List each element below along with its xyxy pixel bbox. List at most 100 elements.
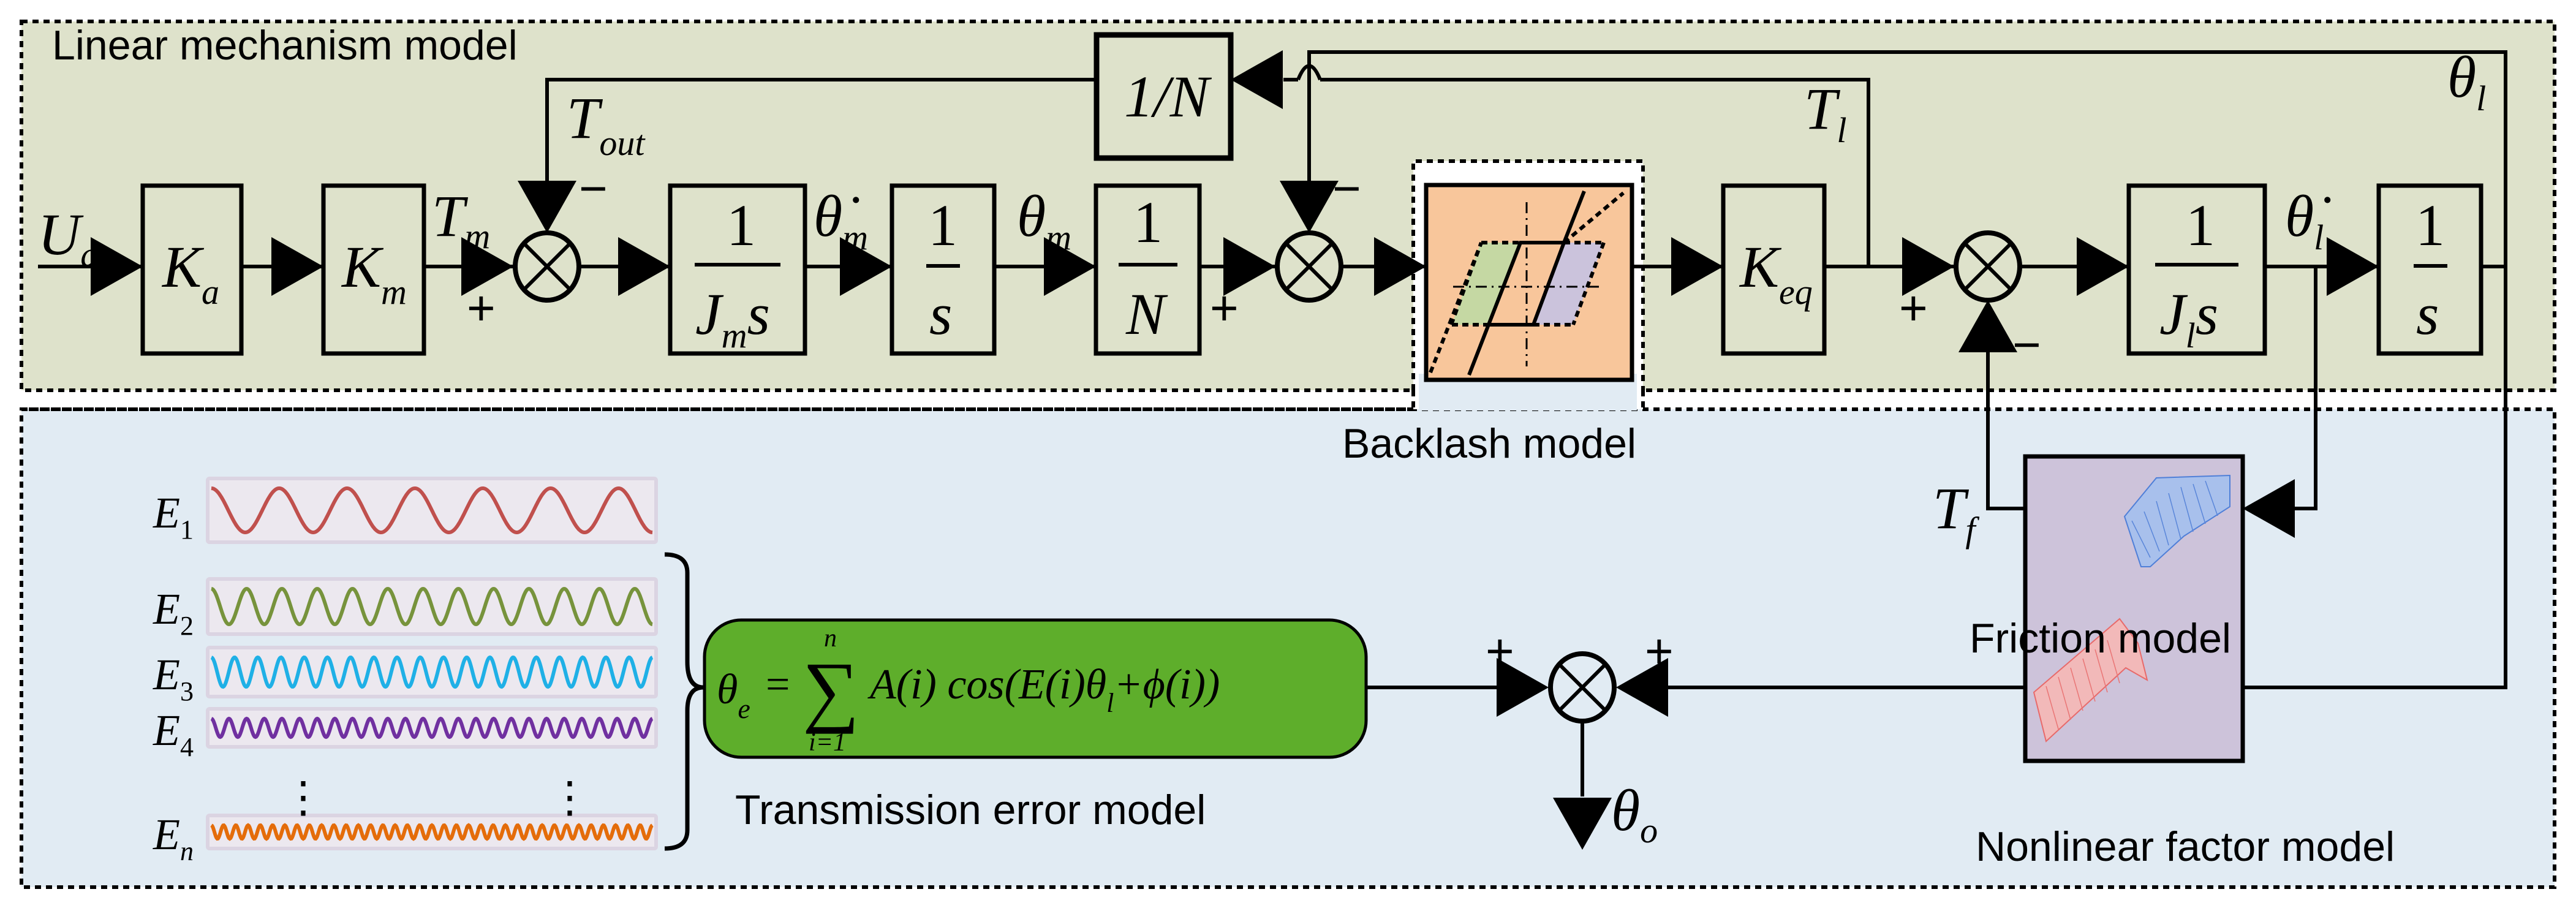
arrowhead: [1231, 50, 1283, 109]
harmonic-wave: [210, 823, 654, 841]
harmonic-wave: [210, 716, 654, 739]
block-Ka: Ka: [140, 183, 244, 356]
harmonic-wave: [211, 586, 653, 627]
svg-text:Km: Km: [341, 234, 407, 312]
transmission-error-label: Transmission error model: [735, 787, 1206, 833]
arrowhead: [1553, 798, 1612, 850]
block-Keq: Keq: [1721, 183, 1827, 356]
arrowhead: [840, 237, 892, 296]
svg-text:n: n: [824, 624, 837, 652]
signal-wires: [38, 50, 2507, 850]
signal-Tout: Tout: [567, 85, 646, 163]
arrowhead: [1280, 181, 1339, 233]
arrowhead: [271, 237, 323, 296]
harmonic-row-n: En: [153, 810, 658, 866]
signal-theta-l: θl: [2447, 44, 2486, 118]
harmonics-ellipsis-right: ⋮: [548, 774, 591, 822]
summing-cross: [1558, 663, 1607, 712]
backlash-right-zone: [1533, 243, 1604, 325]
svg-text:A(i) cos(E(i)θl+ϕ(i)): A(i) cos(E(i)θl+ϕ(i)): [867, 661, 1220, 718]
summing-junctions: [513, 230, 2022, 724]
summing-cross: [1963, 242, 2012, 291]
wire: [1986, 352, 2025, 510]
block-integrator-motor: 1 s: [890, 183, 997, 356]
summing-junction-motor-torque: [513, 230, 581, 303]
summing-circle: [1275, 230, 1343, 303]
signal-Ua: Ua: [38, 202, 98, 274]
friction-surface-blue: [2123, 474, 2230, 567]
wire: [1666, 267, 2507, 689]
arrowhead: [1374, 237, 1426, 296]
friction-surface-red: [2033, 618, 2148, 743]
svg-text:1: 1: [928, 192, 958, 258]
summing-junction-load-torque: [1954, 230, 2022, 303]
summing-circle: [1954, 230, 2022, 303]
harmonics-brace: [664, 552, 704, 851]
arrowhead: [1616, 658, 1668, 717]
wire: [2294, 267, 2317, 510]
nonlinear-region-label: Nonlinear factor model: [1976, 823, 2395, 870]
svg-text:1/N: 1/N: [1124, 64, 1212, 129]
svg-text:−: −: [2012, 317, 2041, 372]
svg-text:Jls: Jls: [2159, 281, 2218, 355]
block-inverse-Jm-s: 1 Jms: [668, 183, 807, 356]
svg-text:s: s: [929, 281, 952, 347]
block-integrator-load: 1 s: [2376, 183, 2483, 356]
signal-Tm: Tm: [432, 183, 490, 256]
arrowhead: [518, 181, 576, 233]
svg-text:1: 1: [2186, 192, 2215, 258]
signal-theta-m: θm: [1017, 183, 1071, 257]
harmonic-label: E2: [153, 584, 194, 641]
block-feedback-gear: 1/N: [1093, 32, 1234, 161]
svg-text:θe: θe: [717, 666, 750, 724]
summing-junction-angle-error: [1275, 230, 1343, 303]
harmonic-row-1: E1: [153, 477, 658, 545]
svg-text:1: 1: [2415, 192, 2445, 258]
svg-text:=: =: [766, 661, 790, 708]
svg-text:−: −: [579, 161, 608, 216]
signal-Tl: Tl: [1804, 76, 1847, 150]
junction-signs: + − + − + − + +: [467, 161, 2041, 678]
wire: [1320, 78, 1870, 267]
linear-region-label: Linear mechanism model: [52, 22, 518, 69]
summing-cross: [1285, 242, 1334, 291]
arrowhead: [1958, 300, 2017, 352]
harmonic-wave: [210, 655, 654, 689]
block-backlash: [1424, 183, 1634, 382]
svg-text:+: +: [467, 281, 496, 335]
arrowhead: [2077, 237, 2129, 296]
svg-text:N: N: [1125, 281, 1168, 347]
block-Km: Km: [321, 183, 426, 356]
wire: [545, 78, 1097, 181]
block-gear-ratio: 1 N: [1093, 183, 1202, 356]
summing-junction-output: [1548, 651, 1617, 724]
svg-text:+: +: [1899, 281, 1928, 335]
arrowhead: [1497, 658, 1549, 717]
harmonic-frame: [206, 707, 658, 749]
block-friction: [2023, 454, 2245, 763]
backlash-left-zone: [1452, 243, 1520, 325]
block-transmission-error: θe = ∑ n i=1 A(i) cos(E(i)θl+ϕ(i)): [703, 618, 1368, 759]
arrowhead: [2327, 237, 2379, 296]
harmonic-row-4: E4: [153, 706, 658, 762]
summing-circle: [1548, 651, 1617, 724]
svg-text:i=1: i=1: [809, 728, 846, 757]
arrowhead: [1044, 237, 1096, 296]
svg-text:Ka: Ka: [161, 234, 219, 312]
linear-mechanism-region: [20, 20, 2556, 392]
harmonic-label: En: [153, 810, 194, 866]
arrowhead: [1902, 237, 1954, 296]
svg-text:1: 1: [727, 192, 756, 258]
svg-text:+: +: [1486, 624, 1514, 678]
arrowhead: [2243, 479, 2295, 538]
svg-text:+: +: [1645, 624, 1674, 678]
harmonic-row-3: E3: [153, 646, 658, 706]
harmonic-row-2: E2: [153, 577, 658, 641]
arrowhead: [461, 237, 513, 296]
svg-text:s: s: [2416, 281, 2439, 347]
summing-circle: [513, 230, 581, 303]
harmonic-wave: [211, 486, 653, 535]
harmonic-label: E3: [153, 650, 194, 706]
svg-text:+: +: [1210, 281, 1239, 335]
